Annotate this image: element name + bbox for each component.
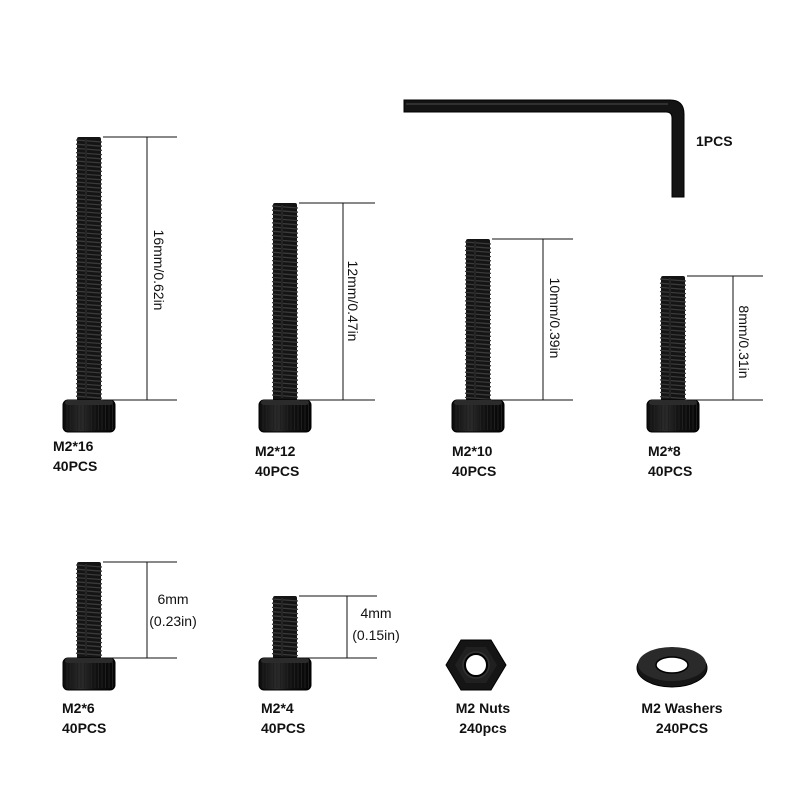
allen-wrench-icon xyxy=(403,99,685,198)
dimension-line-m2x16 xyxy=(103,136,177,401)
nut-label: M2 Nuts 240pcs xyxy=(451,698,515,738)
screw-label-m2x6: M2*6 40PCS xyxy=(62,698,106,738)
screw-size: M2*12 xyxy=(255,443,296,459)
screw-quantity: 40PCS xyxy=(53,458,98,474)
dimension-mm: 4mm xyxy=(360,605,392,621)
screw-label-m2x4: M2*4 40PCS xyxy=(261,698,305,738)
screw-m2x12-icon xyxy=(258,203,312,433)
screw-label-m2x12: M2*12 40PCS xyxy=(255,441,299,481)
dimension-label-10mm: 10mm/0.39in xyxy=(547,277,563,359)
screw-m2x16-icon xyxy=(62,137,116,433)
dimension-in: (0.15in) xyxy=(352,627,400,643)
screw-m2x10-icon xyxy=(451,239,505,433)
nut-quantity: 240pcs xyxy=(459,720,507,736)
washer-name: M2 Washers xyxy=(641,700,723,716)
nut-name: M2 Nuts xyxy=(455,700,511,716)
screw-m2x4-icon xyxy=(258,596,312,691)
screw-m2x6-icon xyxy=(62,562,116,691)
screw-quantity: 40PCS xyxy=(62,720,107,736)
dimension-label-4mm: 4mm (0.15in) xyxy=(344,602,408,646)
dimension-in: (0.23in) xyxy=(149,613,197,629)
dimension-label-6mm: 6mm (0.23in) xyxy=(141,588,205,632)
dimension-line-m2x10 xyxy=(492,238,573,401)
washer-icon xyxy=(636,647,708,688)
dimension-label-12mm: 12mm/0.47in xyxy=(345,260,361,342)
screw-quantity: 40PCS xyxy=(261,720,306,736)
dimension-line-m2x12 xyxy=(299,202,375,401)
screw-size: M2*8 xyxy=(648,443,681,459)
dimension-label-16mm: 16mm/0.62in xyxy=(151,229,167,311)
washer-label: M2 Washers 240PCS xyxy=(636,698,728,738)
screw-size: M2*6 xyxy=(62,700,95,716)
dimension-line-m2x8 xyxy=(687,275,763,401)
screw-label-m2x16: M2*16 40PCS xyxy=(53,436,97,476)
wrench-quantity-label: 1PCS xyxy=(696,133,733,149)
washer-quantity: 240PCS xyxy=(655,720,709,736)
screw-size: M2*10 xyxy=(452,443,493,459)
dimension-label-8mm: 8mm/0.31in xyxy=(736,305,752,379)
screw-quantity: 40PCS xyxy=(452,463,497,479)
screw-quantity: 40PCS xyxy=(255,463,300,479)
screw-label-m2x8: M2*8 40PCS xyxy=(648,441,692,481)
screw-size: M2*16 xyxy=(53,438,94,454)
screw-label-m2x10: M2*10 40PCS xyxy=(452,441,496,481)
screw-m2x8-icon xyxy=(646,276,700,433)
dimension-line-m2x6 xyxy=(103,561,177,659)
screw-quantity: 40PCS xyxy=(648,463,693,479)
screw-size: M2*4 xyxy=(261,700,294,716)
hex-nut-icon xyxy=(445,639,507,691)
dimension-line-m2x4 xyxy=(299,595,377,659)
dimension-mm: 6mm xyxy=(157,591,189,607)
